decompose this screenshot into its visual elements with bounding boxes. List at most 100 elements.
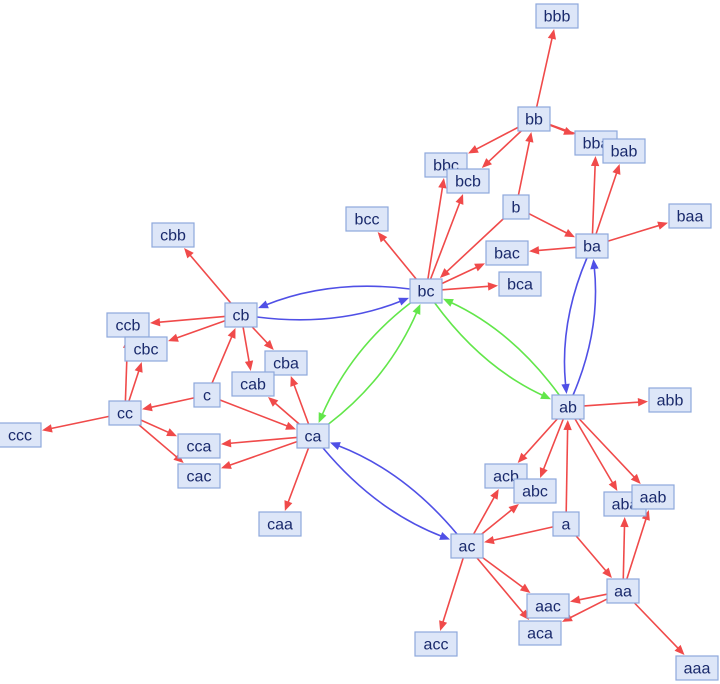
edge-ab-ba-arrowhead — [590, 259, 599, 270]
node-caa-label: caa — [267, 517, 293, 534]
edge-bb-bbb-arrowhead — [547, 29, 557, 40]
node-abb-box — [648, 387, 692, 413]
edge-bb-bbb — [535, 36, 554, 108]
edge-ba-bba-arrowhead — [590, 156, 600, 167]
node-acc: acc — [414, 631, 458, 657]
node-bc-label: bc — [418, 284, 435, 301]
node-aa-label: aa — [614, 584, 632, 601]
node-ccc: ccc — [0, 422, 42, 448]
node-ab: ab — [551, 394, 585, 420]
edge-bb-bcb — [487, 130, 522, 164]
edge-aa-aba — [622, 524, 626, 580]
edge-ba-ab — [563, 257, 588, 387]
node-ac-label: ac — [459, 539, 476, 556]
node-aca-label: aca — [527, 626, 553, 643]
node-baa: baa — [668, 203, 712, 229]
edge-ab-abc — [542, 418, 565, 471]
edge-ba-bab-arrowhead — [612, 164, 621, 175]
node-cbc-box — [124, 336, 168, 362]
node-ac: ac — [450, 533, 484, 559]
edge-b-bb — [517, 139, 531, 196]
edge-aa-aba-arrowhead — [620, 517, 629, 528]
edge-ab-acb — [522, 418, 558, 458]
edge-cb-cbc — [175, 319, 226, 340]
edge-bc-cb — [265, 285, 411, 306]
edge-cb-cab-arrowhead — [244, 360, 254, 371]
node-bcb: bcb — [446, 168, 490, 194]
edge-ca-cac-arrowhead — [221, 461, 232, 469]
node-cc: cc — [108, 400, 142, 426]
edge-ab-aba-arrowhead — [608, 480, 618, 491]
node-aac-label: aac — [535, 599, 561, 616]
edge-aa-aca — [568, 598, 608, 619]
node-baa-box — [668, 203, 712, 229]
node-bca-label: bca — [507, 277, 533, 294]
edge-ba-baa-arrowhead — [657, 221, 668, 230]
node-aa: aa — [606, 578, 640, 604]
edge-ba-ab-arrowhead — [561, 383, 570, 394]
node-bc: bc — [409, 278, 443, 304]
edge-bc-bcb — [429, 201, 461, 280]
node-cbb-box — [151, 222, 195, 248]
node-ccc-box — [0, 422, 42, 448]
edge-ca-bc-arrowhead — [412, 304, 421, 315]
edge-c-cb-arrowhead — [227, 328, 236, 339]
node-bac: bac — [485, 240, 529, 266]
edge-bc-bbc-arrowhead — [438, 178, 447, 189]
edge-cb-bc — [256, 300, 402, 321]
node-bb: bb — [517, 106, 551, 132]
edge-ab-ba — [572, 266, 597, 396]
edge-bc-bcc-arrowhead — [377, 232, 388, 243]
node-cc-box — [108, 400, 142, 426]
node-aaa: aaa — [675, 655, 719, 681]
edge-ab-aab-arrowhead — [630, 473, 641, 484]
edge-ac-acc-arrowhead — [439, 620, 448, 631]
edge-ca-cba — [292, 383, 310, 425]
node-bb-box — [517, 106, 551, 132]
node-baa-label: baa — [677, 209, 704, 226]
node-b-label: b — [512, 200, 521, 217]
node-aab: aab — [631, 484, 675, 510]
node-cca-box — [177, 433, 221, 459]
node-a: a — [552, 511, 580, 537]
node-abc-box — [513, 478, 557, 504]
node-aaa-box — [675, 655, 719, 681]
edge-bb-bbc — [474, 126, 519, 151]
node-a-label: a — [562, 517, 571, 534]
edge-ca-cba-arrowhead — [290, 376, 299, 387]
node-bcc-box — [345, 206, 389, 232]
node-cbb: cbb — [151, 222, 195, 248]
node-bab-box — [602, 138, 646, 164]
edge-ba-baa — [607, 224, 661, 242]
edge-ac-abc-arrowhead — [508, 504, 519, 514]
edge-cc-cbc — [128, 369, 141, 402]
edge-ac-aac-arrowhead — [519, 583, 531, 593]
edge-ac-abc — [481, 508, 514, 535]
edge-bc-bca-arrowhead — [487, 282, 498, 291]
node-cac-label: cac — [187, 469, 212, 486]
node-bab-label: bab — [611, 144, 638, 161]
node-bbb-label: bbb — [544, 9, 571, 26]
edge-bc-cb-arrowhead — [258, 300, 269, 309]
edge-ba-bac-arrowhead — [529, 246, 540, 255]
edge-c-cc — [149, 397, 195, 409]
edge-bc-bcb-arrowhead — [455, 194, 464, 205]
edge-ab-aba — [574, 418, 614, 485]
node-bca: bca — [498, 271, 542, 297]
edge-ab-acb-arrowhead — [517, 452, 528, 463]
node-cb-label: cb — [233, 308, 250, 325]
node-bbc-box — [424, 152, 468, 178]
node-cb-box — [224, 302, 258, 328]
node-bbb: bbb — [535, 3, 579, 29]
edge-cc-cac — [138, 424, 179, 459]
edge-a-aa — [575, 535, 608, 573]
node-cab-box — [231, 371, 275, 397]
edge-bc-ab — [434, 302, 545, 397]
edge-ca-cac — [228, 440, 298, 467]
node-c-box — [193, 382, 221, 408]
node-ca-box — [296, 423, 330, 449]
edge-ac-aca — [476, 557, 525, 615]
node-acc-label: acc — [424, 637, 449, 654]
edge-ca-ac-arrowhead — [439, 531, 450, 540]
